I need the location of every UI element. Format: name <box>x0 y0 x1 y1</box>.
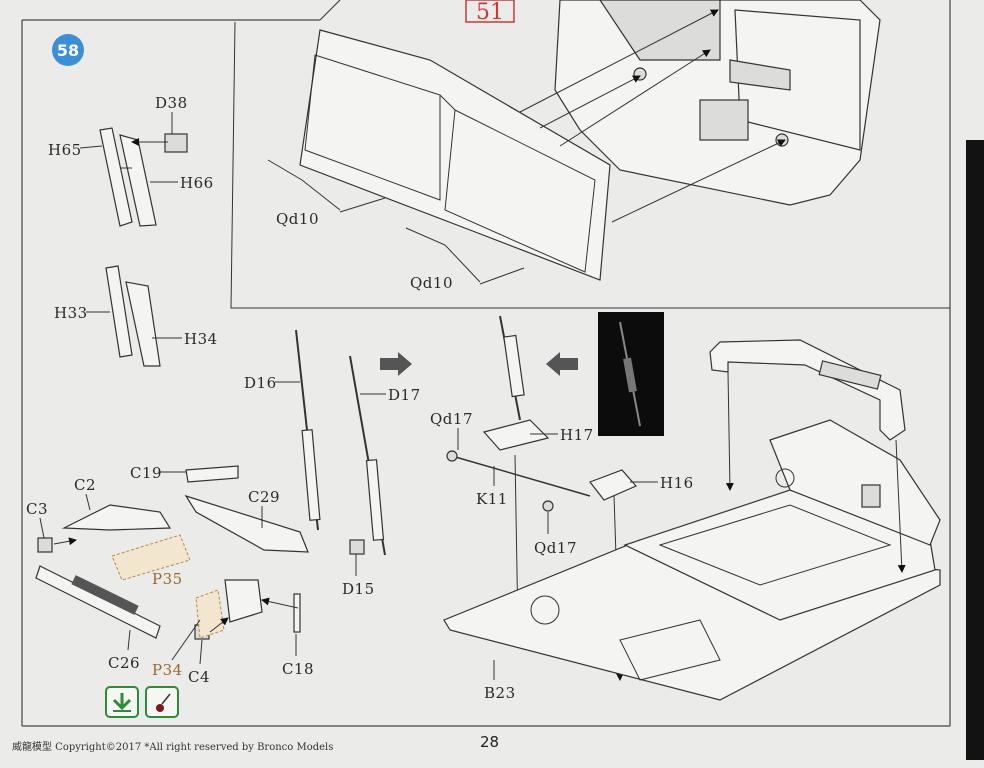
label-d16: D16 <box>244 374 277 392</box>
label-h65: H65 <box>48 141 82 159</box>
step-badge: 58 <box>52 34 84 66</box>
label-p35: P35 <box>152 570 183 588</box>
part-b23-floor: B23 <box>443 419 941 702</box>
label-qd17-a: Qd17 <box>430 410 473 428</box>
part-h33-h34: H33 H34 <box>54 265 218 367</box>
label-h33: H33 <box>54 304 88 322</box>
label-qd10-b: Qd10 <box>410 274 453 292</box>
direction-arrows-icon <box>380 352 578 376</box>
label-c3: C3 <box>26 500 48 518</box>
label-c4: C4 <box>188 668 210 686</box>
label-h17: H17 <box>560 426 594 444</box>
wiper-qd10-b: Qd10 <box>405 227 525 292</box>
glue-icon <box>105 686 139 718</box>
page-number: 28 <box>480 733 500 751</box>
label-c2: C2 <box>74 476 96 494</box>
rear-door-panels <box>299 29 611 281</box>
reference-step-box: 51 <box>465 0 515 25</box>
paint-dot-icon <box>145 686 179 718</box>
step-number: 58 <box>57 41 79 60</box>
label-h16: H16 <box>660 474 694 492</box>
part-d16-d17-d15: D16 D17 D15 <box>244 329 421 598</box>
binding-edge <box>966 140 984 760</box>
label-c18: C18 <box>282 660 314 678</box>
part-h65-h66: D38 H65 H66 <box>48 94 214 227</box>
hull-rear-drawing <box>554 0 881 206</box>
copyright-footer: 威龍模型 Copyright©2017 *All right reserved … <box>12 742 334 753</box>
wiper-qd10-a: Qd10 <box>267 159 386 228</box>
photo-inset <box>598 312 664 436</box>
label-d15: D15 <box>342 580 375 598</box>
part-h17-h16-assembly: Qd17 H17 H16 K11 Qd17 <box>430 315 694 681</box>
inset-frame <box>230 21 950 309</box>
part-top-rail <box>709 339 906 573</box>
label-qd10-a: Qd10 <box>276 210 319 228</box>
part-c-assembly: C19 C2 C3 C29 P35 C26 P34 C4 C18 <box>26 464 314 686</box>
label-h66: H66 <box>180 174 214 192</box>
label-h34: H34 <box>184 330 218 348</box>
reference-step-number: 51 <box>476 0 504 25</box>
label-d17: D17 <box>388 386 421 404</box>
label-qd17-b: Qd17 <box>534 539 577 557</box>
label-k11: K11 <box>476 490 508 508</box>
label-b23: B23 <box>484 684 516 702</box>
label-p34: P34 <box>152 661 183 679</box>
label-d38: D38 <box>155 94 188 112</box>
label-c26: C26 <box>108 654 140 672</box>
label-c19: C19 <box>130 464 162 482</box>
label-c29: C29 <box>248 488 280 506</box>
